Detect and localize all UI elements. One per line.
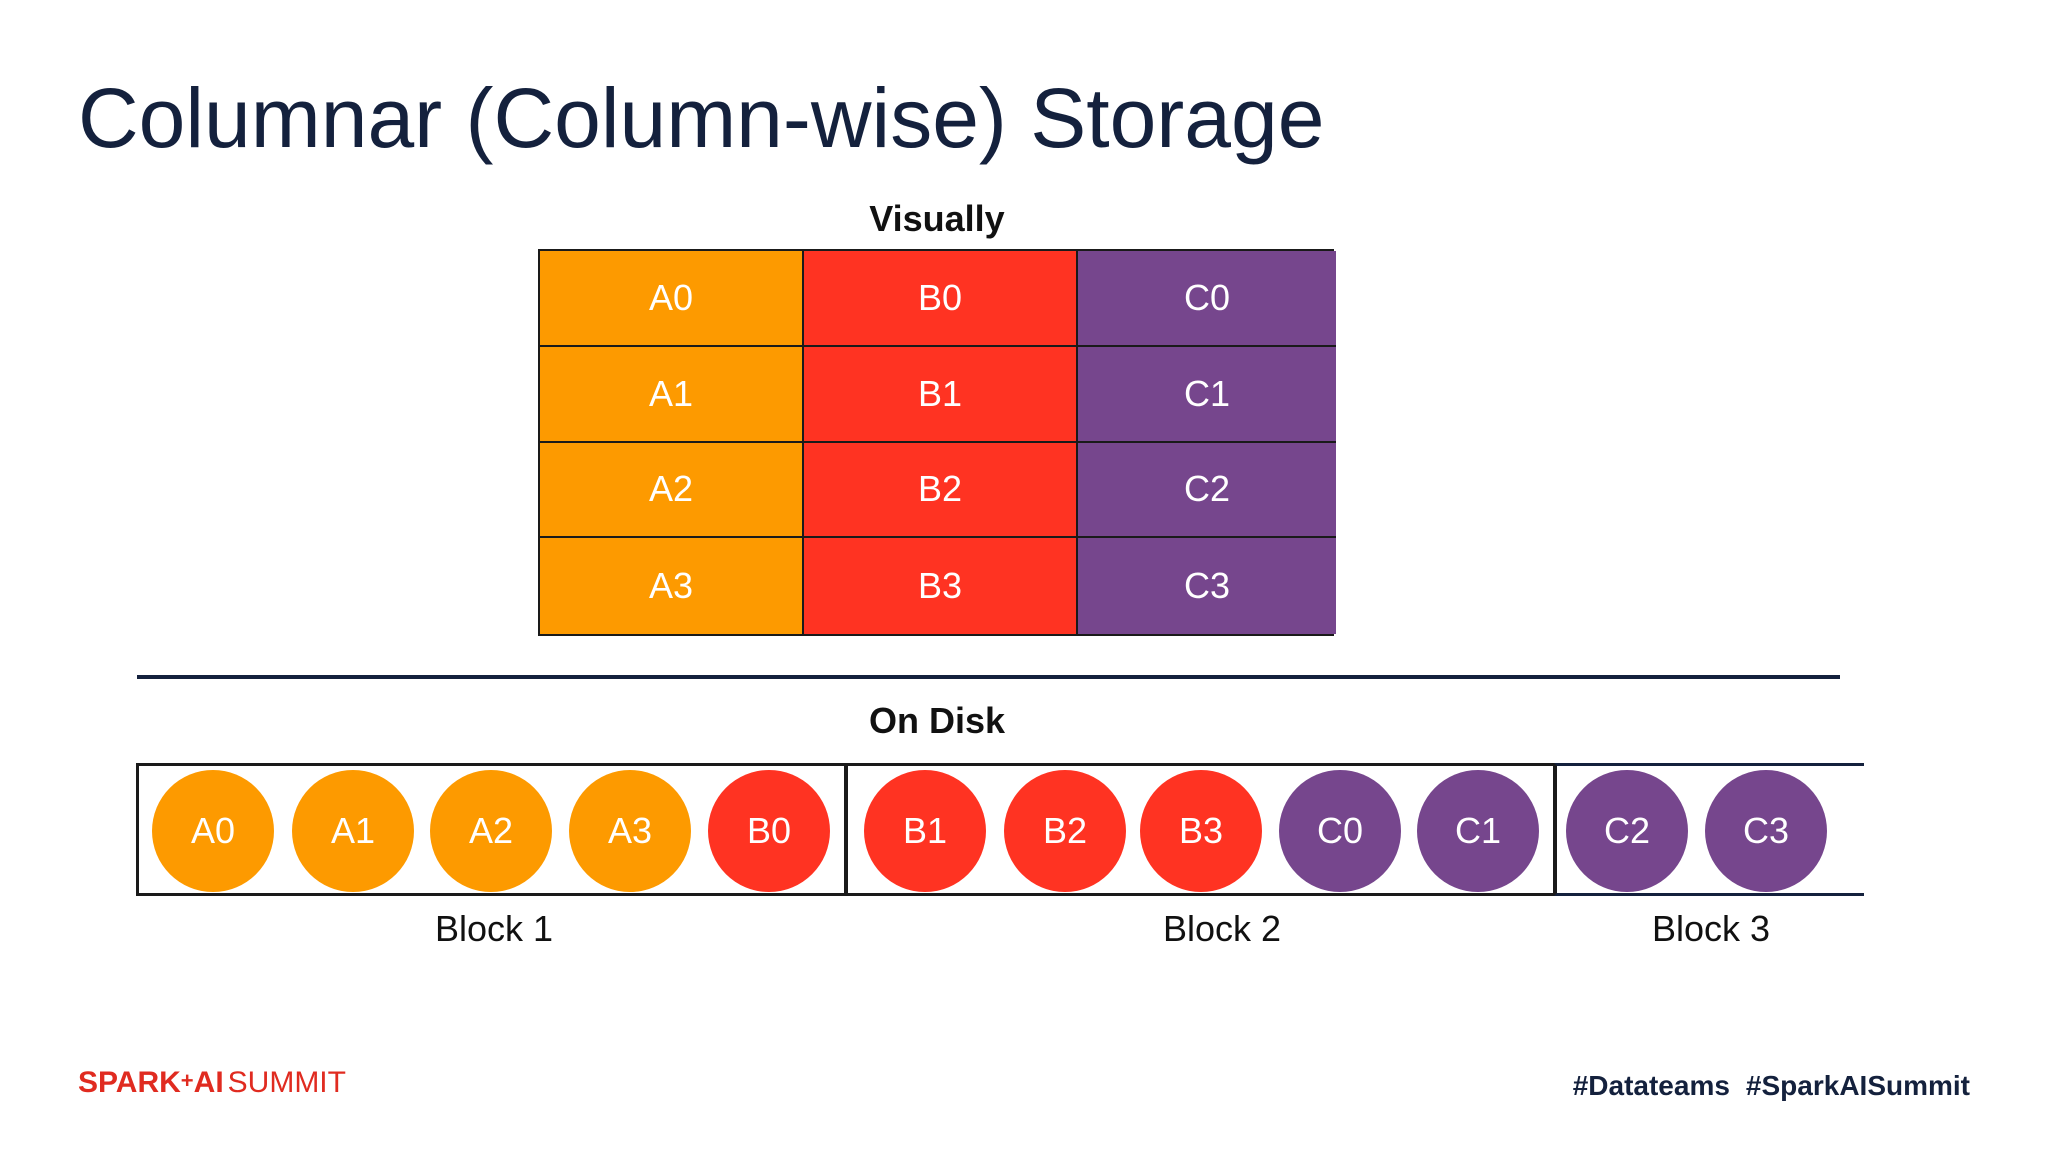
logo-ai: AI: [193, 1066, 224, 1099]
disk-item-c1: C1: [1417, 770, 1539, 892]
disk-item-c3: C3: [1705, 770, 1827, 892]
table-cell-a1: A1: [540, 346, 804, 443]
block-1-label: Block 1: [434, 908, 554, 949]
table-cell-c3: C3: [1078, 538, 1336, 634]
disk-item-b2: B2: [1004, 770, 1126, 892]
visually-label: Visually: [869, 198, 1005, 239]
table-cell-b3: B3: [804, 538, 1078, 634]
table-cell-b0: B0: [804, 251, 1078, 347]
block-3-label: Block 3: [1651, 908, 1771, 949]
logo-plus: +: [180, 1068, 194, 1093]
table-cell-a3: A3: [540, 538, 804, 634]
logo-spark: SPARK: [78, 1066, 181, 1099]
disk-item-c0: C0: [1279, 770, 1401, 892]
hashtag-sparkaisummit: #SparkAISummit: [1745, 1070, 1970, 1101]
block-2-label: Block 2: [1162, 908, 1282, 949]
table-cell-c1: C1: [1078, 346, 1336, 443]
table-cell-a2: A2: [540, 442, 804, 539]
table-cell-b2: B2: [804, 442, 1078, 539]
table-cell-c0: C0: [1078, 251, 1336, 347]
disk-item-a0: A0: [152, 770, 274, 892]
logo-summit: SUMMIT: [227, 1066, 346, 1099]
table-cell-a0: A0: [540, 251, 804, 347]
disk-item-b3: B3: [1140, 770, 1262, 892]
disk-item-b1: B1: [864, 770, 986, 892]
section-divider: [137, 675, 1840, 679]
slide-title: Columnar (Column-wise) Storage: [78, 71, 1325, 165]
on-disk-label: On Disk: [868, 700, 1006, 741]
hashtags: #Datateams #SparkAISummit: [1573, 1070, 1970, 1102]
disk-item-a3: A3: [569, 770, 691, 892]
block-3-box: [1554, 763, 1864, 896]
column-table: A0 B0 C0 A1 B1 C1 A2 B2 C2 A3 B3 C3: [538, 249, 1336, 636]
disk-item-a2: A2: [430, 770, 552, 892]
hashtag-datateams: #Datateams: [1572, 1070, 1730, 1101]
disk-item-c2: C2: [1566, 770, 1688, 892]
table-cell-c2: C2: [1078, 442, 1336, 539]
disk-item-b0: B0: [708, 770, 830, 892]
table-cell-b1: B1: [804, 346, 1078, 443]
disk-item-a1: A1: [292, 770, 414, 892]
